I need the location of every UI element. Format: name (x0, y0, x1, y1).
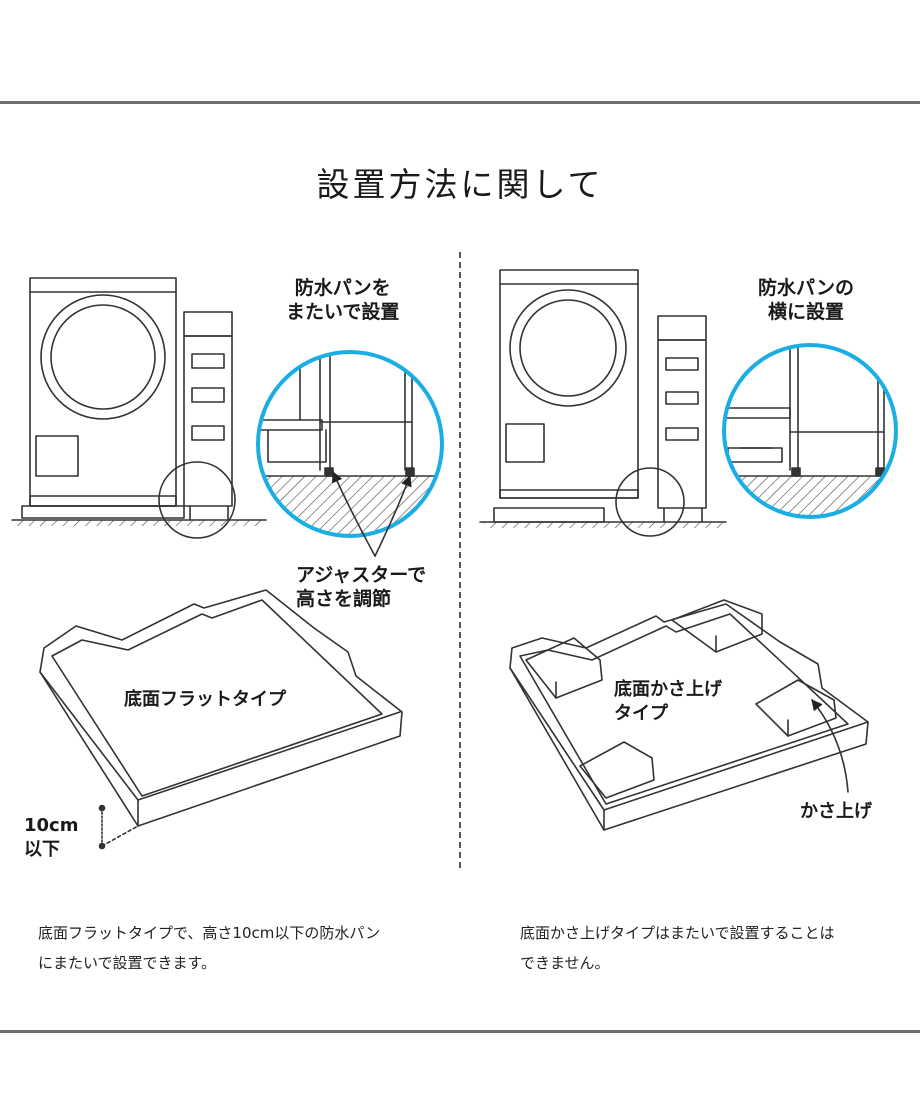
right-detail-callout (722, 343, 898, 519)
right-callout-line1: 防水パンの (758, 277, 854, 299)
left-description-line1: 底面フラットタイプで、高さ10cm以下の防水パン (38, 924, 381, 942)
right-tray-line2: タイプ (614, 703, 668, 724)
left-callout-label: 防水パンを またいで設置 (286, 276, 399, 324)
right-description-line1: 底面かさ上げタイプはまたいで設置することは (520, 924, 835, 942)
right-callout-line2: 横に設置 (767, 301, 844, 323)
left-tray-label: 底面フラットタイプ (124, 689, 286, 710)
left-callout-line1: 防水パンを (294, 277, 391, 299)
adjuster-line1: アジャスターで (296, 564, 427, 586)
center-divider (459, 252, 461, 868)
height-label-line1: 10cm (24, 815, 79, 836)
right-description: 底面かさ上げタイプはまたいで設置することは できません。 (520, 918, 835, 978)
left-description: 底面フラットタイプで、高さ10cm以下の防水パン にまたいで設置できます。 (38, 918, 380, 978)
adjuster-line2: 高さを調節 (296, 588, 392, 610)
bottom-rule (0, 1030, 920, 1033)
right-raised-tray (509, 599, 869, 831)
height-label-line2: 以下 (24, 839, 60, 860)
right-washer-illustration (479, 269, 727, 537)
right-tray-line1: 底面かさ上げ (614, 679, 722, 700)
right-callout-label: 防水パンの 横に設置 (758, 276, 854, 324)
page-title: 設置方法に関して (316, 165, 604, 204)
raise-label: かさ上げ (800, 801, 872, 822)
right-description-line2: できません。 (520, 954, 610, 972)
left-description-line2: にまたいで設置できます。 (38, 954, 217, 972)
adjuster-label: アジャスターで 高さを調節 (296, 563, 426, 611)
left-washer-illustration (11, 277, 267, 539)
top-rule (0, 101, 920, 104)
left-flat-tray (39, 589, 403, 850)
height-label: 10cm 以下 (24, 814, 78, 862)
left-callout-line2: またいで設置 (286, 301, 400, 323)
right-tray-label: 底面かさ上げ タイプ (614, 678, 722, 726)
